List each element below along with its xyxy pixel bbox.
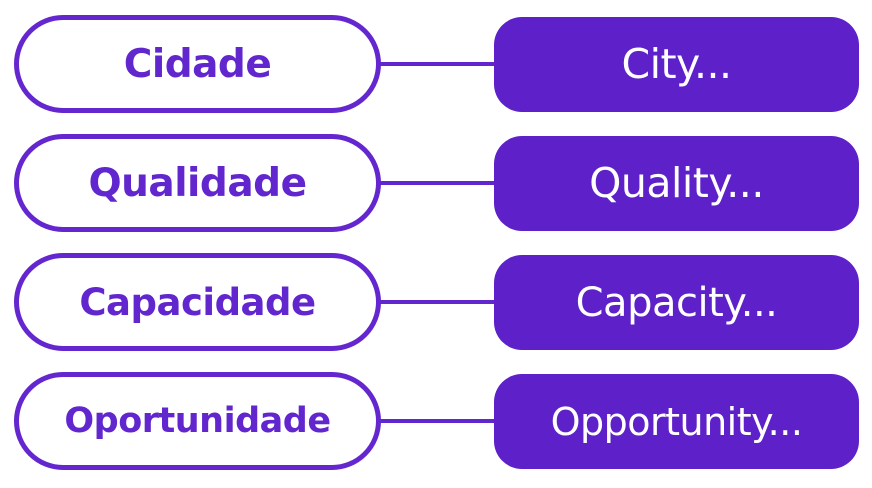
pair-row: Qualidade Quality...	[0, 134, 872, 234]
pair-connector-line-3	[379, 300, 496, 304]
source-term-pill-4[interactable]: Oportunidade	[14, 372, 381, 470]
target-term-pill-2[interactable]: Quality...	[494, 136, 859, 231]
pair-row: Cidade City...	[0, 15, 872, 115]
pair-connector-line-4	[379, 419, 496, 423]
target-term-label: Quality...	[589, 159, 764, 207]
source-term-label: Qualidade	[88, 160, 307, 206]
source-term-pill-2[interactable]: Qualidade	[14, 134, 381, 232]
pair-row: Oportunidade Opportunity...	[0, 372, 872, 472]
target-term-pill-1[interactable]: City...	[494, 17, 859, 112]
source-term-label: Capacidade	[79, 280, 316, 324]
pair-connector-line-2	[379, 181, 496, 185]
target-term-label: Opportunity...	[550, 399, 803, 444]
target-term-label: Capacity...	[575, 279, 778, 326]
source-term-label: Cidade	[123, 41, 272, 87]
target-term-pill-3[interactable]: Capacity...	[494, 255, 859, 350]
source-term-pill-3[interactable]: Capacidade	[14, 253, 381, 351]
target-term-pill-4[interactable]: Opportunity...	[494, 374, 859, 469]
pair-row: Capacidade Capacity...	[0, 253, 872, 353]
pair-connector-line-1	[379, 62, 496, 66]
target-term-label: City...	[621, 40, 732, 88]
source-term-label: Oportunidade	[64, 400, 331, 441]
source-term-pill-1[interactable]: Cidade	[14, 15, 381, 113]
